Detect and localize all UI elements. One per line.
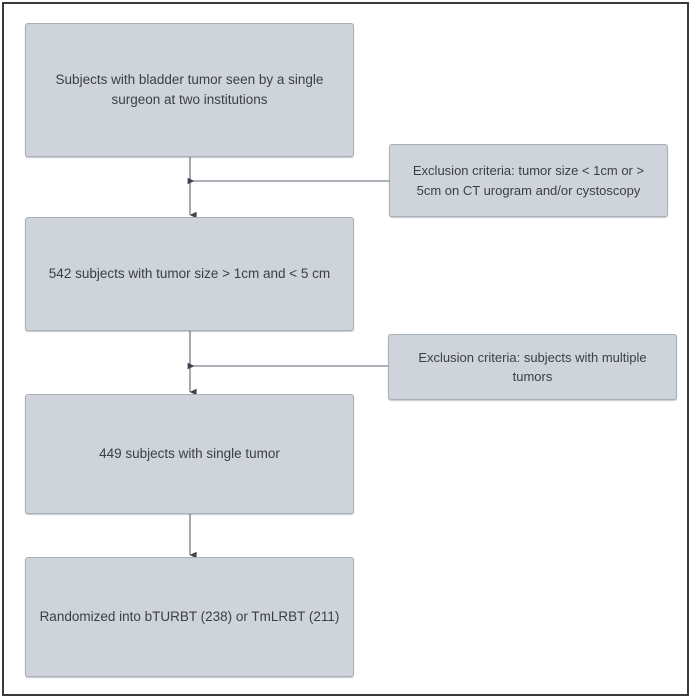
node-exclusion-tumor-size-label: Exclusion criteria: tumor size < 1cm or … [412, 163, 645, 198]
node-randomized-label: Randomized into bTURBT (238) or TmLRBT (… [39, 608, 340, 624]
diagram-canvas: Subjects with bladder tumor seen by a si… [4, 4, 693, 700]
node-tumor-size-filtered[interactable]: 542 subjects with tumor size > 1cm and <… [25, 217, 354, 331]
node-exclusion-multiple-tumors-label: Exclusion criteria: subjects with multip… [418, 349, 647, 385]
node-single-tumor-label: 449 subjects with single tumor [99, 445, 280, 461]
node-cohort-source-label: Subjects with bladder tumor seen by a si… [55, 71, 324, 107]
node-exclusion-tumor-size[interactable]: Exclusion criteria: tumor size < 1cm or … [389, 144, 668, 217]
node-exclusion-multiple-tumors[interactable]: Exclusion criteria: subjects with multip… [388, 334, 677, 400]
node-single-tumor[interactable]: 449 subjects with single tumor [25, 394, 354, 514]
node-cohort-source[interactable]: Subjects with bladder tumor seen by a si… [25, 23, 354, 157]
node-tumor-size-filtered-label: 542 subjects with tumor size > 1cm and <… [48, 265, 331, 281]
node-randomized[interactable]: Randomized into bTURBT (238) or TmLRBT (… [25, 557, 354, 677]
